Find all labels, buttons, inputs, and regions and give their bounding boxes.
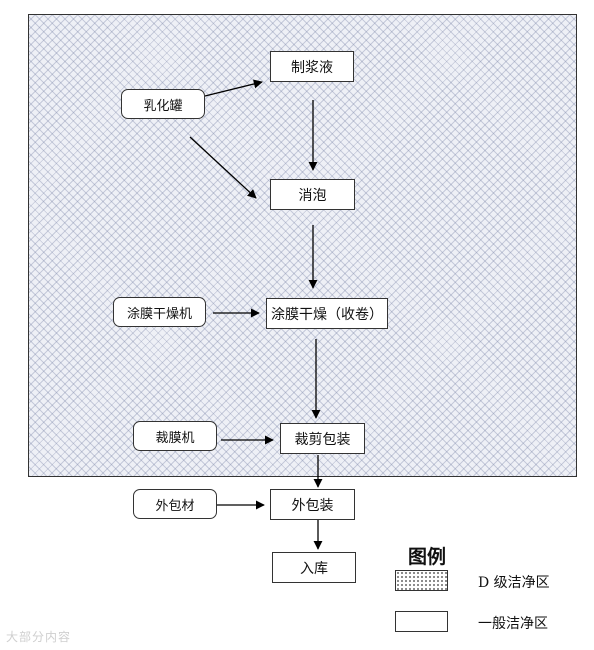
node-caimoji: 裁膜机 (133, 421, 217, 451)
legend-title: 图例 (408, 546, 447, 568)
node-tumoganzaoji: 涂膜干燥机 (113, 297, 206, 327)
node-caijianbaozhuang: 裁剪包装 (280, 423, 365, 454)
node-ruku: 入库 (272, 552, 356, 583)
arrow-ruhuaguan-to-zhijiangye (204, 79, 263, 97)
d-class-clean-zone (28, 14, 577, 477)
legend-label-general-zone: 一般洁净区 (478, 616, 548, 632)
legend-label-d-zone: D 级洁净区 (478, 575, 550, 591)
node-waibaozhuang: 外包装 (270, 489, 355, 520)
node-ruhuaguan: 乳化罐 (121, 89, 205, 119)
legend-swatch-general-zone (395, 611, 448, 632)
node-waibaocai: 外包材 (133, 489, 217, 519)
node-tumoganzao: 涂膜干燥（收卷） (266, 298, 388, 329)
arrow-ruhuaguan-to-xiaopao (189, 136, 257, 199)
node-zhijiangye: 制浆液 (270, 51, 354, 82)
legend-swatch-d-zone (395, 570, 448, 591)
node-xiaopao: 消泡 (270, 179, 355, 210)
watermark: 大部分内容 (6, 630, 72, 644)
